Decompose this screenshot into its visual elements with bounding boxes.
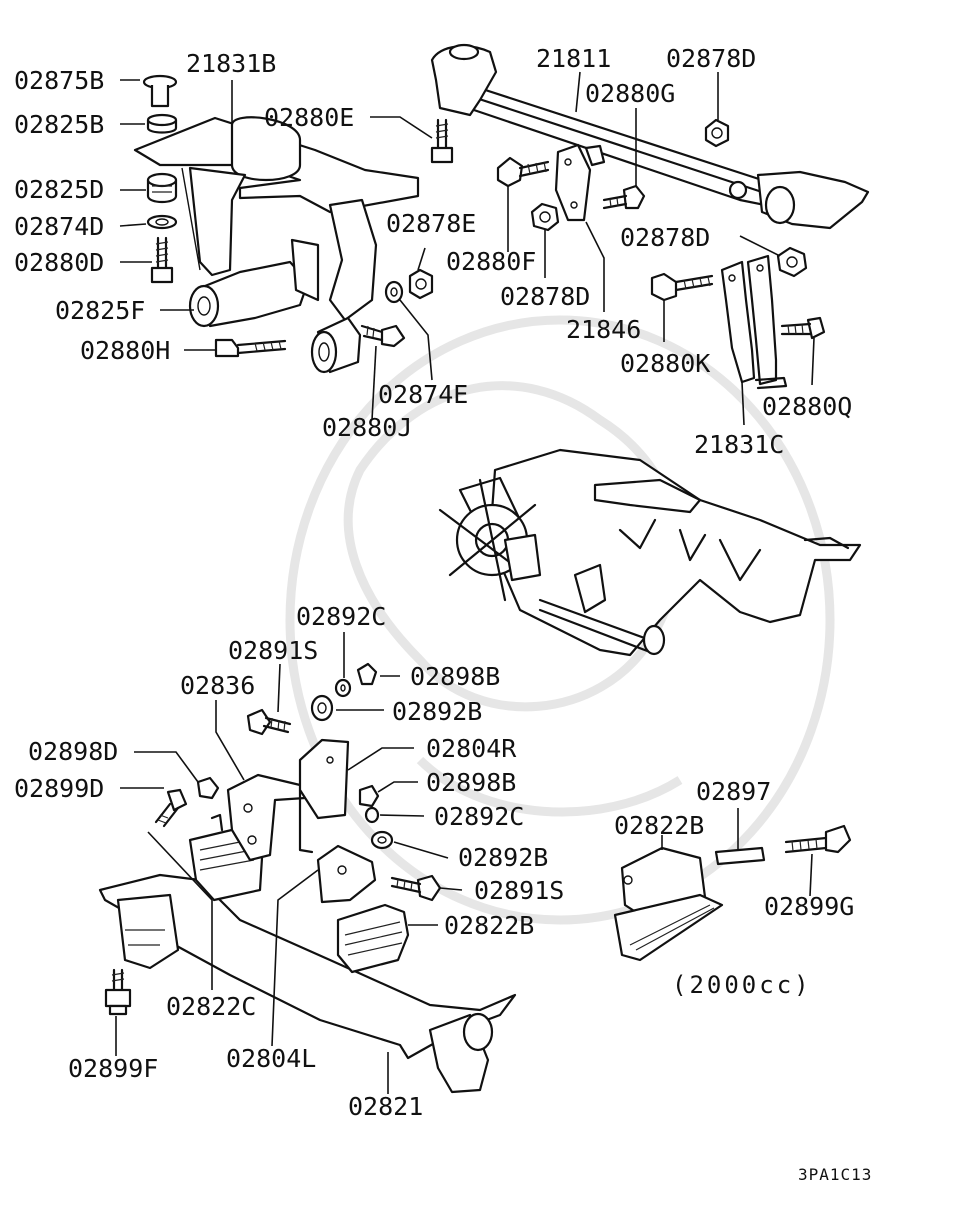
label-02898D: 02898D [28,737,118,766]
label-02804R: 02804R [426,734,517,763]
label-02880Q: 02880Q [762,392,852,421]
bushing-02825D [146,172,178,204]
nut-02898D [196,776,220,800]
leader-lines [115,71,815,1094]
bolt-02880J [360,324,406,348]
pin-02897 [714,846,766,866]
label-02880G: 02880G [585,79,675,108]
nut-02878D-top [704,118,730,148]
label-02892B-top: 02892B [392,697,482,726]
bolt-02880F [496,156,550,188]
label-02892C-top: 02892C [296,602,386,631]
label-02822B-right: 02822B [614,811,704,840]
label-02880E: 02880E [264,103,354,132]
bolt-02880E [430,118,454,164]
label-21811: 21811 [536,44,611,73]
label-02880K: 02880K [620,349,710,378]
label-02804L: 02804L [226,1044,316,1073]
nut-02878E [408,268,434,300]
part-labels: 02875B 21831B 02825B 02880E 21811 02878D… [14,44,872,1184]
label-02821: 02821 [348,1092,423,1121]
washer-02892C-top [334,678,352,698]
bolt-02899D [154,788,188,828]
label-02825B: 02825B [14,110,104,139]
label-02874D: 02874D [14,212,104,241]
label-02836: 02836 [180,671,255,700]
bolt-02891S-mid [390,874,442,902]
engine-assembly [438,448,862,657]
label-02899G: 02899G [764,892,854,921]
label-02878D-mid: 02878D [500,282,590,311]
bolt-02880G [602,184,646,210]
label-02880H: 02880H [80,336,170,365]
nut-02898B-top [356,662,378,686]
bracket-02836 [226,773,307,862]
bolt-02880H [214,338,287,358]
bracket-02804R [298,738,350,854]
label-21831C: 21831C [694,430,784,459]
nut-02878D-mid [530,202,560,232]
bracket-21831C [720,254,788,390]
label-02822B-mid: 02822B [444,911,534,940]
label-02822C: 02822C [166,992,256,1021]
washer-02825B [146,113,178,134]
label-02899F: 02899F [68,1054,158,1083]
nut-02898B-mid [358,784,380,808]
label-02892C-mid: 02892C [434,802,524,831]
label-02880F: 02880F [446,247,536,276]
label-02897: 02897 [696,777,771,806]
diagram-code: 3PA1C13 [798,1165,872,1184]
bolt-02875B [142,74,178,108]
label-02874E: 02874E [378,380,468,409]
label-02891S-top: 02891S [228,636,318,665]
bolt-02880Q [780,316,826,340]
upper-left-bracket-21831B [133,116,420,322]
bolt-02899F [104,968,132,1016]
label-02891S-mid: 02891S [474,876,564,905]
washer-02874E-a [384,280,404,304]
label-21831B: 21831B [186,49,276,78]
bracket-02804L [316,844,377,904]
label-02878D-right: 02878D [620,223,710,252]
label-02899D: 02899D [14,774,104,803]
label-21846: 21846 [566,315,641,344]
bolt-02891S-top [246,708,292,736]
bolt-02880D [150,236,174,284]
mount-02822B-right [613,846,724,962]
bolt-02880K [650,272,714,302]
bracket-21846 [554,143,606,222]
crossmember-02821 [98,873,517,1094]
label-02825F: 02825F [55,296,145,325]
washer-02892B-top [310,694,334,722]
label-02878D-top: 02878D [666,44,756,73]
bolt-02899G [784,824,852,854]
label-02880J: 02880J [322,413,412,442]
label-02875B: 02875B [14,66,104,95]
nut-02878D-right [776,246,808,278]
engine-note-2000cc: (2000cc) [672,971,812,999]
label-02898B-top: 02898B [410,662,500,691]
mount-02822B-mid [336,903,410,974]
crossmember-21811 [430,43,870,230]
label-02892B-mid: 02892B [458,843,548,872]
washer-02892B-mid [370,830,394,850]
label-02878E: 02878E [386,209,476,238]
washer-02874D [146,214,178,230]
washer-02892C-mid [364,806,380,824]
mount-rubber-right [290,238,362,374]
label-02880D: 02880D [14,248,104,277]
label-02898B-mid: 02898B [426,768,516,797]
label-02825D: 02825D [14,175,104,204]
